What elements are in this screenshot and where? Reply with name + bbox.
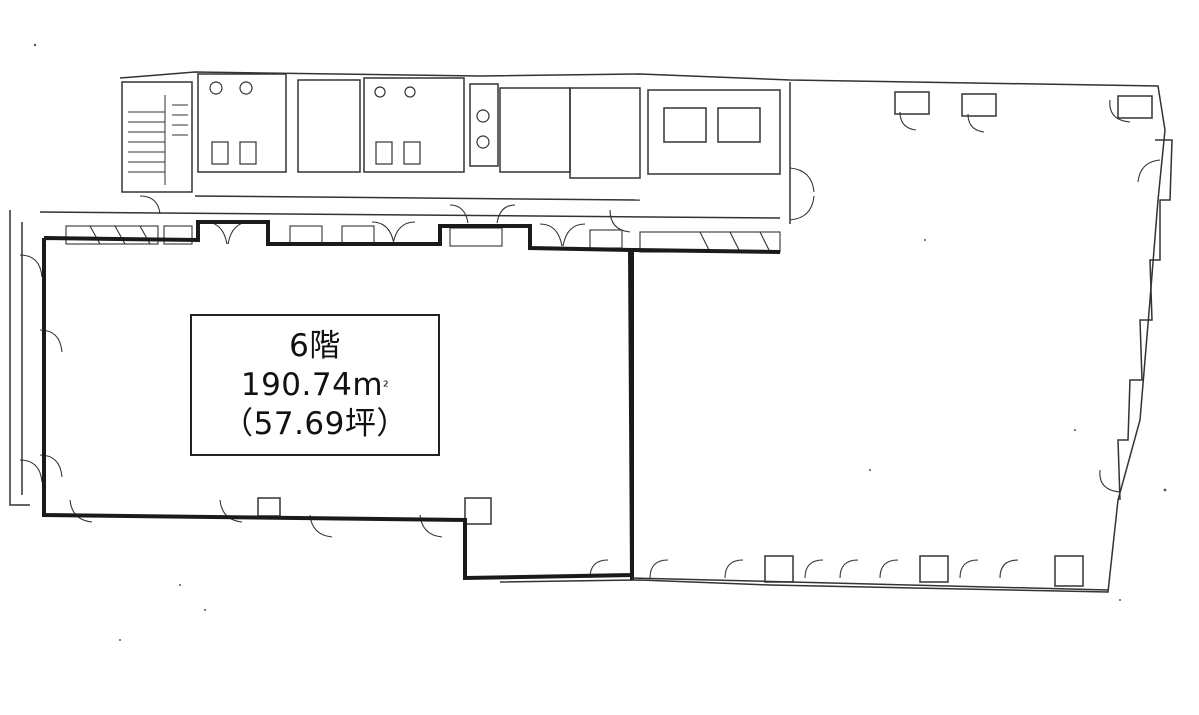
scan-specks: [33, 43, 1167, 641]
staircase: [121, 81, 193, 193]
machine-room: [569, 87, 641, 179]
floor-area: 190.74m²: [241, 366, 389, 405]
ps-box-2: [961, 93, 997, 117]
elevator-hall: [499, 87, 571, 173]
bottom-box-4: [257, 497, 281, 517]
bottom-box-3: [1054, 555, 1084, 587]
stair-treads: [128, 95, 188, 185]
corridor-wall-2: [194, 195, 641, 201]
toilet-fixtures: [209, 81, 490, 165]
floor-number: 6階: [289, 327, 341, 364]
building-outline: [119, 71, 1166, 593]
ps-box-1: [894, 91, 930, 115]
right-stepped-wall: [1117, 139, 1173, 501]
ps-box-3: [1117, 95, 1153, 119]
toilet-room-1: [197, 73, 287, 173]
bottom-box-2: [919, 555, 949, 583]
elevator-1: [663, 107, 707, 143]
toilet-room-2: [363, 77, 465, 173]
elevator-block: [647, 89, 781, 175]
floor-area-tsubo: （57.69坪）: [222, 405, 408, 442]
floor-area-unit: ²: [383, 378, 390, 395]
bottom-box-5: [464, 497, 492, 525]
bottom-box-1: [764, 555, 794, 583]
leased-area-outline: [42, 220, 635, 581]
elevator-2: [717, 107, 761, 143]
bottom-right-wall: [631, 577, 1109, 591]
shaft-room: [469, 83, 499, 167]
corridor-front-wall: [631, 248, 781, 254]
floor-area-label: 6階 190.74m² （57.69坪）: [190, 314, 440, 456]
floor-area-value: 190.74m: [240, 366, 384, 403]
utility-room: [297, 79, 361, 173]
corridor-wall: [39, 211, 781, 219]
left-outer-wall: [9, 210, 30, 506]
